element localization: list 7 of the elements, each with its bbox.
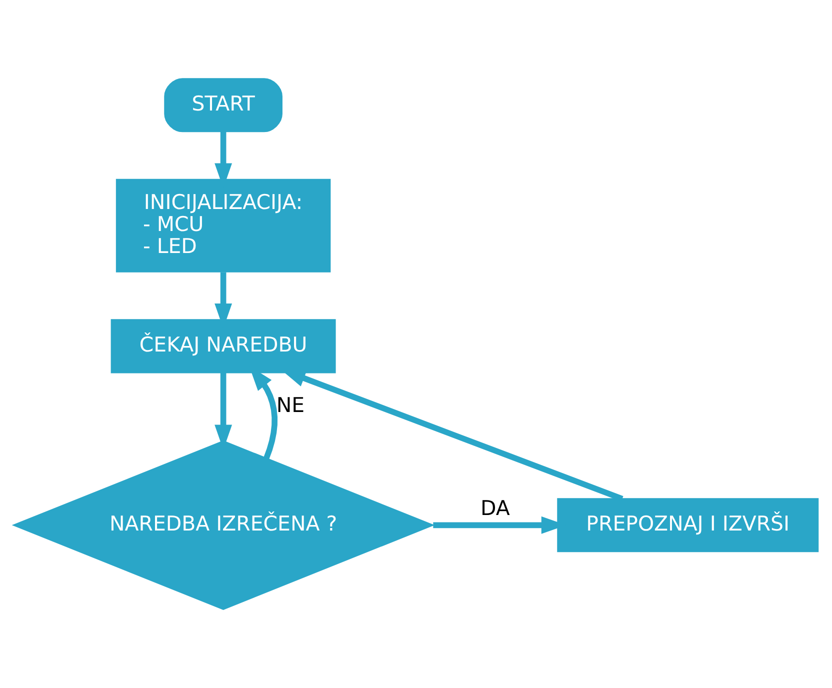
node-box: PREPOZNAJ I IZVRŠI xyxy=(557,498,819,552)
edge-label: DA xyxy=(480,496,510,520)
node-diamond: NAREDBA IZREČENA ? xyxy=(12,440,435,610)
node-box: ČEKAJ NAREDBU xyxy=(110,319,336,374)
node-box: INICIJALIZACIJA: - MCU - LED xyxy=(116,178,331,272)
node-box: START xyxy=(164,78,282,132)
edge-label: NE xyxy=(276,393,305,418)
